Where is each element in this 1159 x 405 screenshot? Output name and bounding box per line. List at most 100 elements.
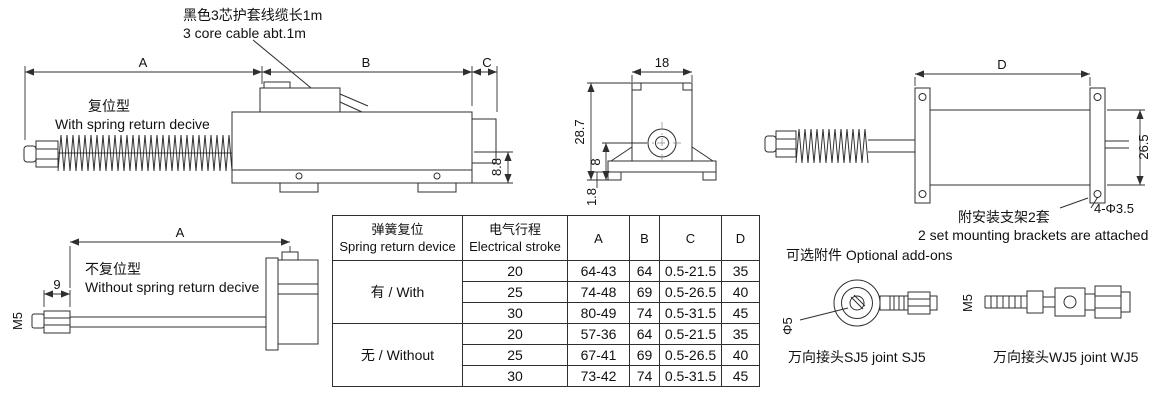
- cell: 35: [721, 260, 760, 282]
- cable-note-cn: 黑色3芯护套线缆长1m: [183, 7, 323, 23]
- header-spring-return-cn: 弹簧复位: [371, 222, 424, 237]
- bracket-view-drawing: D: [764, 57, 1151, 216]
- dim-28-7: [587, 82, 632, 181]
- spring-type-label-cn: 复位型: [88, 98, 130, 114]
- rod-end-ring: [833, 279, 881, 327]
- phi5-leader: [799, 307, 849, 321]
- spring-type-label-en: With spring return decive: [55, 116, 210, 132]
- bracket-note: 附安装支架2套 2 set mounting brackets are atta…: [918, 208, 1148, 244]
- cell: 0.5-21.5: [659, 323, 722, 345]
- wj5-joint-drawing: M5: [960, 285, 1131, 319]
- table-header-row: 弹簧复位 Spring return device 电气行程 Electrica…: [332, 215, 760, 261]
- cell: 20: [462, 260, 568, 282]
- sj5-joint-drawing: Φ5: [780, 279, 938, 335]
- cell: 74: [629, 365, 660, 387]
- header-c: C: [659, 215, 722, 261]
- threaded-tip: [31, 310, 71, 334]
- cell: 0.5-21.5: [659, 260, 722, 282]
- header-d: D: [721, 215, 760, 261]
- group-without-cell: 无 / Without: [332, 323, 463, 387]
- cell: 74: [629, 302, 660, 324]
- cell: 73-42: [567, 365, 630, 387]
- table-row: 有 / With 20 64-43 64 0.5-21.5 35: [332, 260, 760, 324]
- cell: 20: [462, 323, 568, 345]
- cell: 25: [462, 344, 568, 366]
- cell: 35: [721, 323, 760, 345]
- joint-body: [1026, 285, 1131, 319]
- dim-label-1-8: 1.8: [584, 188, 599, 206]
- cell: 57-36: [567, 323, 630, 345]
- header-a: A: [567, 215, 630, 261]
- cell: 40: [721, 344, 760, 366]
- cell: 64-43: [567, 260, 630, 282]
- dim-label-a2: A: [176, 225, 185, 240]
- cell: 0.5-26.5: [659, 281, 722, 303]
- housing-outline: [607, 82, 717, 181]
- no-spring-drawing: A 9 M5: [10, 225, 319, 351]
- dim-label-m5: M5: [10, 312, 25, 330]
- dim-label-b: B: [362, 55, 371, 70]
- spec-table: 弹簧复位 Spring return device 电气行程 Electrica…: [332, 215, 760, 387]
- header-electrical-stroke-en: Electrical stroke: [469, 239, 561, 254]
- no-spring-type-label: 不复位型 Without spring return decive: [85, 260, 259, 296]
- cell: 69: [629, 344, 660, 366]
- cell: 69: [629, 281, 660, 303]
- wj5-caption: 万向接头WJ5 joint WJ5: [993, 349, 1139, 365]
- dim-d: [914, 70, 1091, 86]
- dim-label-c: C: [482, 55, 491, 70]
- dim-label-phi5: Φ5: [780, 317, 795, 335]
- threaded-shank: [879, 291, 938, 315]
- sensor-body: [231, 81, 497, 193]
- bracket-note-cn: 附安装支架2套: [958, 209, 1050, 225]
- front-view-drawing: 18 28.7 8: [572, 55, 717, 206]
- dim-label-26-5: 26.5: [1136, 134, 1151, 159]
- dim-8: [602, 142, 647, 180]
- cable-note-en: 3 core cable abt.1m: [183, 25, 306, 41]
- dim-label-18: 18: [655, 55, 669, 70]
- header-spring-return: 弹簧复位 Spring return device: [332, 215, 463, 261]
- cell: 30: [462, 365, 568, 387]
- sensor-body: [929, 109, 1091, 186]
- probe-tip: [764, 130, 797, 158]
- coil-spring: [57, 134, 233, 172]
- dim-label-d: D: [997, 57, 1006, 72]
- cell: 25: [462, 281, 568, 303]
- cell: 0.5-31.5: [659, 365, 722, 387]
- header-spring-return-en: Spring return device: [339, 239, 456, 254]
- cell: 64: [629, 260, 660, 282]
- mounting-brackets: [914, 87, 1106, 204]
- bracket-note-en: 2 set mounting brackets are attached: [918, 227, 1149, 243]
- holes-callout-label: 4-Φ3.5: [1094, 201, 1134, 216]
- cell: 74-48: [567, 281, 630, 303]
- probe-tip: [23, 140, 59, 168]
- table-row: 无 / Without 20 57-36 64 0.5-21.5 35: [332, 323, 760, 387]
- dim-label-28-7: 28.7: [572, 119, 587, 144]
- shaft-bore-circle: [641, 122, 683, 164]
- dim-26-5: [1107, 109, 1145, 186]
- no-spring-type-label-en: Without spring return decive: [85, 279, 260, 295]
- dim-18: [631, 68, 693, 82]
- threaded-rod: [984, 295, 1027, 309]
- spring-type-label: 复位型 With spring return decive: [55, 97, 210, 133]
- dim-label-m5b: M5: [960, 294, 975, 312]
- dim-label-9: 9: [53, 277, 60, 292]
- group-with-cell: 有 / With: [332, 260, 463, 324]
- cable-lines: [1105, 140, 1129, 149]
- dim-a2: [69, 238, 291, 288]
- dim-1-8: [593, 171, 608, 188]
- header-electrical-stroke-cn: 电气行程: [488, 222, 541, 237]
- cell: 64: [629, 323, 660, 345]
- body-front: [265, 251, 319, 351]
- cell: 0.5-26.5: [659, 344, 722, 366]
- cell: 0.5-31.5: [659, 302, 722, 324]
- table-row: 30 73-42 74 0.5-31.5 45: [333, 365, 760, 387]
- dim-label-8: 8: [588, 158, 603, 165]
- dim-label-8-8: 8.8: [489, 158, 504, 176]
- coil-spring: [795, 128, 869, 164]
- cell: 40: [721, 281, 760, 303]
- cell: 80-49: [567, 302, 630, 324]
- header-b: B: [629, 215, 660, 261]
- dim-extension-lines: [24, 66, 498, 140]
- table-row: 25 74-48 69 0.5-26.5 40: [333, 281, 760, 303]
